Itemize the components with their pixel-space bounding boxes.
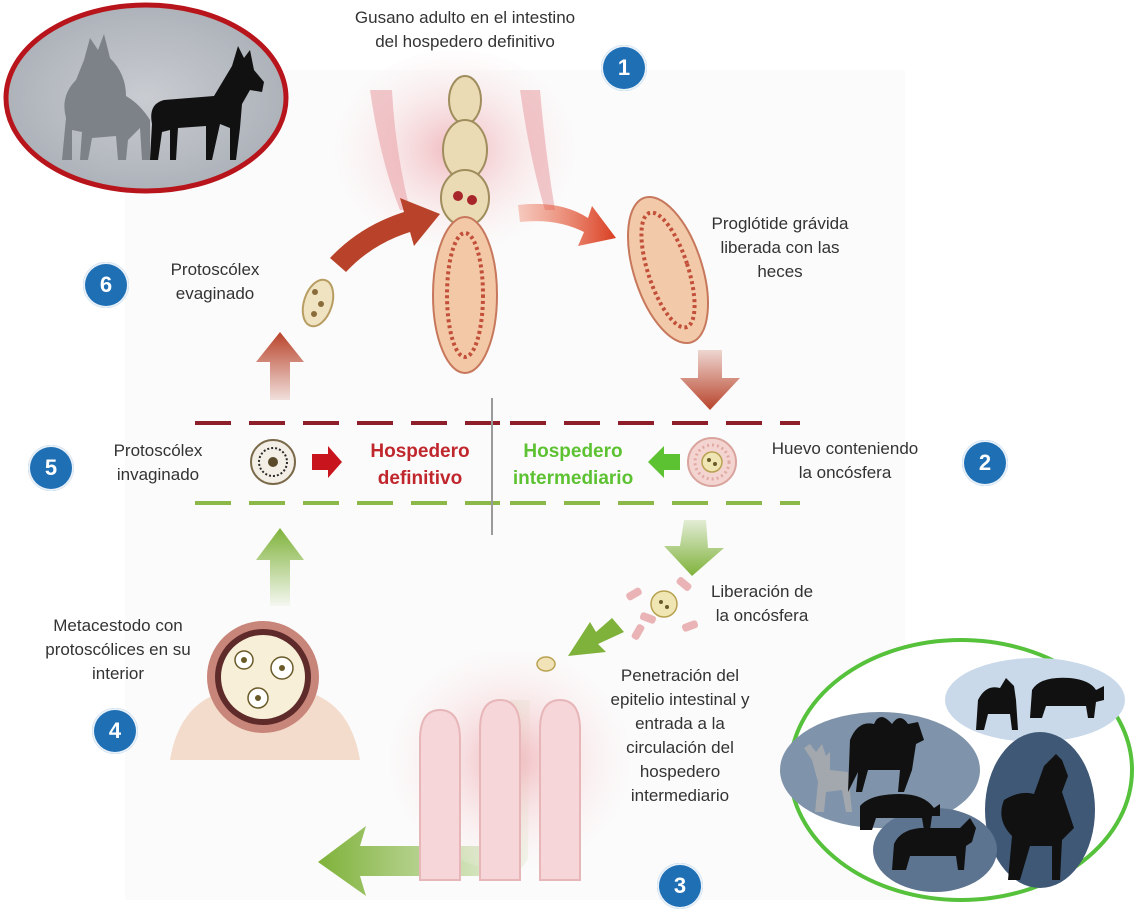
definitive-host-label: Hospedero definitivo bbox=[350, 438, 490, 492]
stage-4-label: Metacestodo con protoscólices en su inte… bbox=[8, 614, 228, 686]
definitive-hosts-group bbox=[6, 5, 286, 191]
invaginated-protoscolex bbox=[251, 440, 295, 484]
stage-5-label: Protoscólex invaginado bbox=[88, 439, 228, 487]
intermediate-host-label: Hospedero intermediario bbox=[498, 438, 648, 492]
stage-6-label: Protoscólex evaginado bbox=[150, 258, 280, 306]
stage-2-badge: 2 bbox=[962, 440, 1008, 486]
proglottid-label: Proglótide grávida liberada con las hece… bbox=[680, 212, 880, 284]
stage-4-badge: 4 bbox=[92, 708, 138, 754]
stage-3-badge: 3 bbox=[657, 863, 703, 909]
oncosphere-release-label: Liberación de la oncósfera bbox=[692, 580, 832, 628]
egg-with-oncosphere bbox=[688, 438, 736, 486]
stage-1-label: Gusano adulto en el intestino del hosped… bbox=[320, 6, 610, 54]
stage-5-badge: 5 bbox=[28, 445, 74, 491]
stage-1-badge: 1 bbox=[601, 45, 647, 91]
stage-3-label: Penetración del epitelio intestinal y en… bbox=[580, 664, 780, 808]
stage-2-label: Huevo conteniendo la oncósfera bbox=[740, 437, 950, 485]
stage-6-badge: 6 bbox=[83, 262, 129, 308]
